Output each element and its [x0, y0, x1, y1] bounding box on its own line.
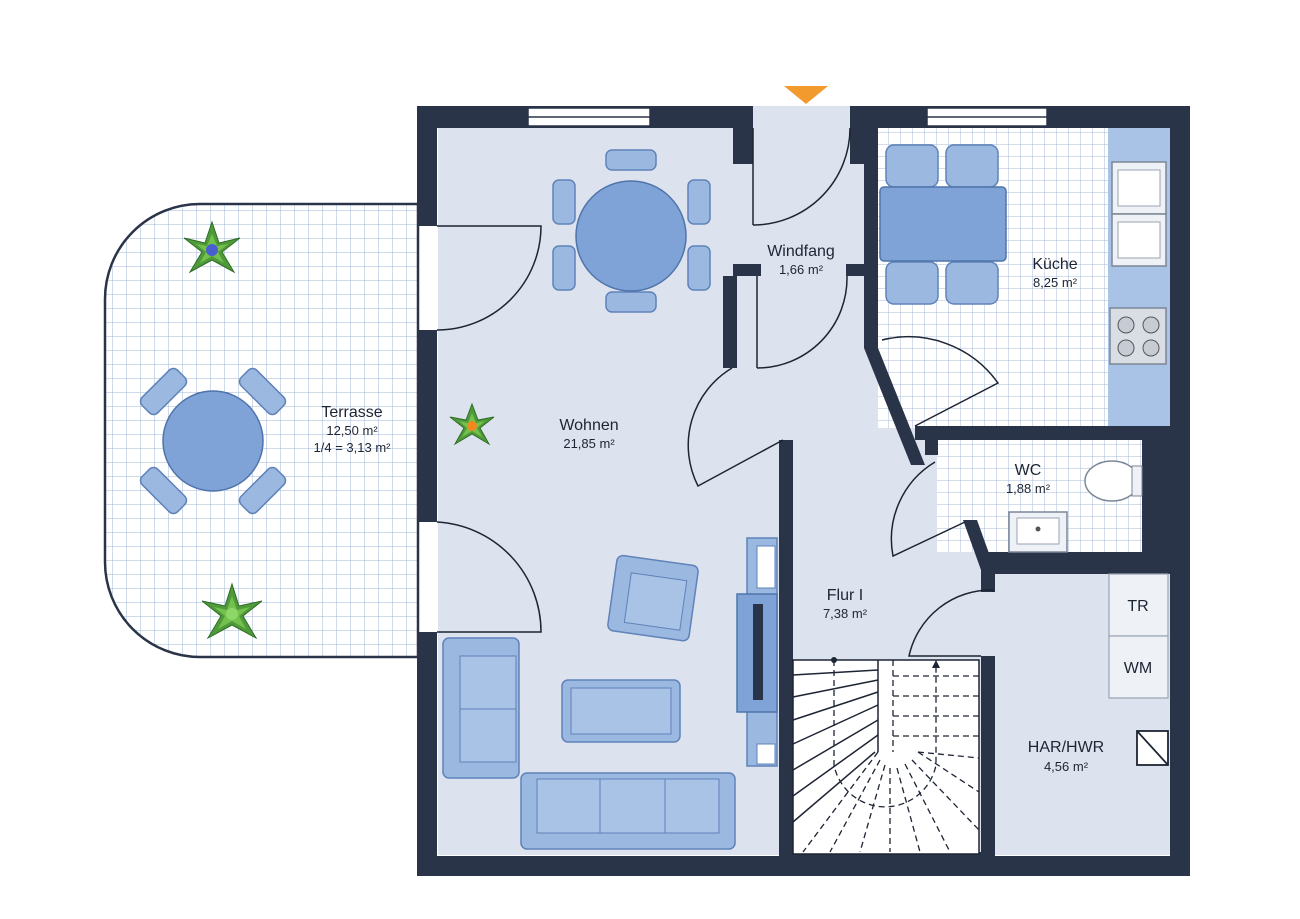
- armchair: [607, 554, 699, 642]
- room-area-kueche: 8,25 m²: [1033, 275, 1078, 290]
- room-area-wohnen: 21,85 m²: [563, 436, 615, 451]
- room-share-terrasse: 1/4 = 3,13 m²: [314, 440, 392, 455]
- room-label-wc: WC: [1015, 462, 1042, 479]
- room-label-har: HAR/HWR: [1028, 739, 1104, 756]
- kitchen-counter: [1108, 128, 1170, 426]
- room-label-windfang: Windfang: [767, 243, 835, 260]
- plant-icon: [449, 402, 495, 446]
- room-area-wc: 1,88 m²: [1006, 481, 1051, 496]
- plant-icon: [183, 220, 241, 274]
- doors: [436, 86, 1000, 657]
- room-label-wohnen: Wohnen: [559, 417, 618, 434]
- appliance-label-tr: TR: [1127, 598, 1148, 615]
- staircase: [792, 657, 980, 855]
- entrance-marker: [784, 86, 828, 104]
- room-label-flur: Flur I: [827, 587, 863, 604]
- tv-unit: [736, 537, 778, 767]
- dining-table-round: [552, 149, 711, 313]
- sofa-left: [442, 637, 520, 779]
- coffee-table: [561, 679, 681, 743]
- sofa-bottom: [520, 772, 736, 850]
- room-labels: Terrasse 12,50 m² 1/4 = 3,13 m² Wohnen 2…: [314, 243, 1105, 774]
- room-label-kueche: Küche: [1032, 256, 1077, 273]
- room-area-flur: 7,38 m²: [823, 606, 868, 621]
- room-area-terrasse: 12,50 m²: [326, 423, 378, 438]
- appliances: TR WM: [1108, 573, 1169, 766]
- kitchen-table: [879, 144, 1007, 305]
- brand-logo: onOffice: [1175, 809, 1186, 850]
- room-area-har: 4,56 m²: [1044, 759, 1089, 774]
- plant-icon: [201, 582, 263, 640]
- wc-fixtures: [1008, 460, 1143, 553]
- room-area-windfang: 1,66 m²: [779, 262, 824, 277]
- room-label-terrasse: Terrasse: [321, 404, 382, 421]
- appliance-label-wm: WM: [1124, 660, 1152, 677]
- terrace-table: [139, 367, 287, 515]
- walls: [417, 106, 1190, 876]
